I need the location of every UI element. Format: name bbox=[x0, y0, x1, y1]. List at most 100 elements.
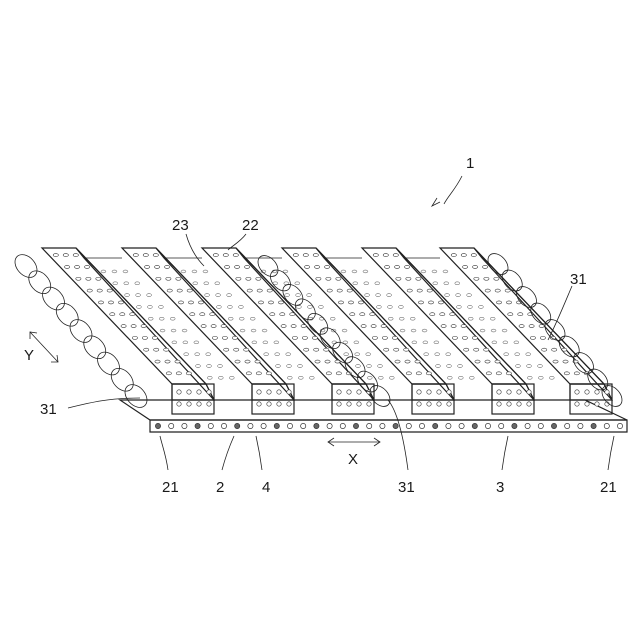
perforation bbox=[394, 265, 399, 268]
channel-perforation bbox=[205, 294, 210, 297]
channel-perforation bbox=[412, 341, 417, 344]
coil-loop bbox=[254, 252, 282, 281]
channel-perforation bbox=[192, 270, 197, 273]
channel-perforation bbox=[216, 294, 221, 297]
perforation bbox=[336, 372, 341, 375]
perforation bbox=[256, 372, 261, 375]
perforation bbox=[552, 348, 557, 351]
coil-loop bbox=[52, 299, 83, 330]
channel-perforation bbox=[492, 341, 497, 344]
perforation bbox=[268, 301, 273, 304]
perforation bbox=[530, 336, 535, 339]
channel-perforation bbox=[112, 270, 117, 273]
coil-loop bbox=[66, 315, 97, 346]
face-hole bbox=[267, 402, 271, 406]
perforation bbox=[381, 325, 386, 328]
perforation bbox=[438, 301, 443, 304]
axis-indicator-x bbox=[328, 438, 380, 446]
face-hole bbox=[575, 402, 579, 406]
channel-perforation bbox=[229, 376, 234, 379]
perforation bbox=[326, 277, 331, 280]
perforation bbox=[392, 336, 397, 339]
perforation bbox=[430, 313, 435, 316]
perforation bbox=[418, 301, 423, 304]
perforation bbox=[266, 372, 271, 375]
label-bottom-mid: 4 bbox=[262, 479, 270, 496]
base-hole bbox=[433, 423, 438, 428]
base-hole bbox=[314, 423, 319, 428]
channel-perforation bbox=[344, 353, 349, 356]
channel-perforation bbox=[217, 306, 222, 309]
channel-perforation bbox=[330, 317, 335, 320]
perforation bbox=[201, 325, 206, 328]
base-hole bbox=[459, 423, 464, 428]
coil-loop bbox=[11, 250, 42, 281]
perforation bbox=[474, 277, 479, 280]
perforation bbox=[176, 277, 181, 280]
reference-labels: 1 23 22 31 31 21 2 4 31 3 21 X Y bbox=[24, 155, 617, 496]
channel-perforation bbox=[423, 341, 428, 344]
perforation bbox=[86, 277, 91, 280]
perforation bbox=[519, 325, 524, 328]
channel-perforation bbox=[514, 341, 519, 344]
face-hole bbox=[605, 390, 609, 394]
coil-loop bbox=[291, 295, 319, 324]
axis-indicator-y bbox=[30, 332, 58, 362]
channel-perforation bbox=[424, 353, 429, 356]
channel-perforation bbox=[125, 294, 130, 297]
perforation bbox=[542, 348, 547, 351]
channel-perforation bbox=[341, 270, 346, 273]
channel-perforation bbox=[181, 270, 186, 273]
perforation bbox=[175, 360, 180, 363]
perforation bbox=[482, 265, 487, 268]
channel-perforation bbox=[287, 376, 292, 379]
channel-perforation bbox=[215, 282, 220, 285]
perforation bbox=[84, 265, 89, 268]
channel-perforation bbox=[194, 341, 199, 344]
perforation bbox=[280, 313, 285, 316]
base-hole bbox=[208, 423, 213, 428]
channel-perforation bbox=[332, 341, 337, 344]
channel-perforation bbox=[457, 306, 462, 309]
perforation bbox=[472, 265, 477, 268]
face-hole bbox=[277, 390, 281, 394]
coil-loop bbox=[93, 348, 124, 379]
channel-perforation bbox=[204, 282, 209, 285]
coil-loop bbox=[38, 283, 69, 314]
perforation bbox=[315, 360, 320, 363]
base-hole bbox=[419, 423, 424, 428]
channel-perforation bbox=[538, 365, 543, 368]
base-hole bbox=[195, 423, 200, 428]
perforation bbox=[539, 325, 544, 328]
perforation bbox=[486, 372, 491, 375]
face-hole bbox=[507, 390, 511, 394]
perforation bbox=[223, 254, 228, 257]
perforation bbox=[178, 301, 183, 304]
face-hole bbox=[187, 402, 191, 406]
perforation bbox=[110, 313, 115, 316]
label-plate-right: 3 bbox=[496, 479, 504, 496]
perforation bbox=[224, 348, 229, 351]
base-hole bbox=[169, 423, 174, 428]
perforation bbox=[290, 313, 295, 316]
channel-perforation bbox=[137, 306, 142, 309]
perforation bbox=[211, 325, 216, 328]
face-hole bbox=[595, 390, 599, 394]
perforation bbox=[164, 265, 169, 268]
perforation bbox=[441, 325, 446, 328]
channel-perforation bbox=[136, 294, 141, 297]
channel-perforation bbox=[264, 353, 269, 356]
channel-perforation bbox=[467, 294, 472, 297]
label-base: 2 bbox=[216, 479, 224, 496]
perforation bbox=[484, 348, 489, 351]
channel-perforation bbox=[101, 270, 106, 273]
perforation bbox=[427, 289, 432, 292]
perforation bbox=[553, 360, 558, 363]
coil-loop bbox=[107, 364, 138, 395]
perforation bbox=[234, 265, 239, 268]
channel-perforation bbox=[363, 270, 368, 273]
face-hole bbox=[337, 402, 341, 406]
channel-perforation bbox=[218, 376, 223, 379]
perforation bbox=[210, 313, 215, 316]
face-hole bbox=[187, 390, 191, 394]
